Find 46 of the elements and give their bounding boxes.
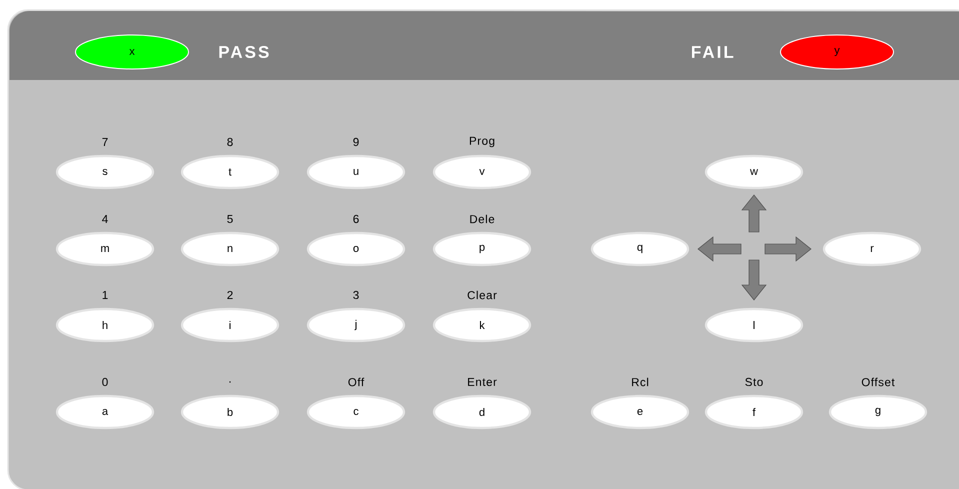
key-button: f [704,394,804,430]
key-label: 8 [227,138,233,146]
key-label: 9 [353,138,359,146]
key-button: s [56,154,154,190]
key-button: r [822,232,922,266]
key-button: b [180,394,280,430]
key-button: d [432,394,532,430]
key-button: e [590,394,690,430]
status-label: PASS [219,46,269,58]
key-button: w [704,154,804,190]
key-button: j [306,308,406,342]
key-button: n [180,232,280,266]
key-label: 2 [227,290,233,299]
key-label: 5 [227,215,233,223]
key-button: c [306,394,406,430]
key-button: v [432,154,532,190]
key-button: i [180,308,280,342]
key-button: k [432,308,532,342]
key-label: Offset [862,378,895,386]
key-button: t [180,154,280,190]
key-label: Clear [468,290,497,300]
key-label: Sto [745,378,763,386]
key-label: Off [348,378,364,386]
key-button: g [828,394,928,430]
key-button: a [56,394,154,430]
key-label: 4 [102,215,108,223]
key-label: 0 [102,378,108,386]
key-button: p [432,232,532,266]
key-label: Prog [470,136,494,148]
key-label: Enter [468,378,497,386]
key-label: 6 [353,214,359,224]
key-label: 7 [102,138,108,146]
key-button: q [590,232,690,266]
indicator-lamp: x [75,34,189,70]
key-label: Rcl [632,378,648,386]
key-label: 3 [353,290,359,300]
key-label: 1 [102,291,108,299]
key-label: . [229,381,231,383]
key-button: m [56,232,154,266]
key-button: l [704,308,804,342]
key-button: h [56,308,154,342]
key-button: o [306,232,406,266]
key-label: Dele [470,214,494,224]
indicator-lamp: y [780,34,894,70]
status-label: FAIL [692,46,734,58]
key-button: u [306,154,406,190]
